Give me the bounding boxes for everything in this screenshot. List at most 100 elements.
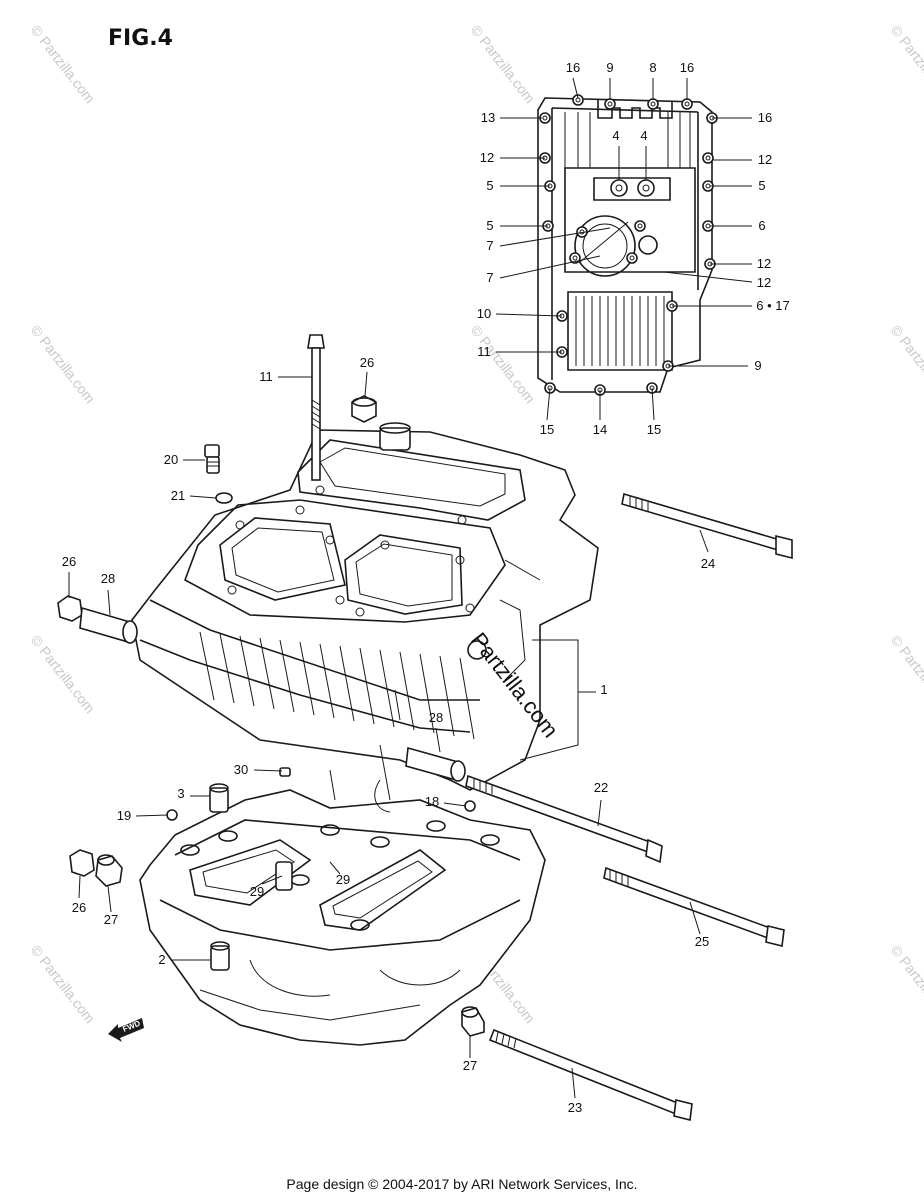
callout-9: 9 [606, 60, 613, 75]
callout-8: 8 [649, 60, 656, 75]
stud-hole [295, 505, 305, 515]
cooling-fin [259, 637, 275, 710]
bracket-part-1 [519, 639, 596, 761]
callout-12: 12 [480, 150, 494, 165]
callout-16: 16 [680, 60, 694, 75]
leader-line [435, 727, 441, 753]
leader-line [107, 589, 111, 616]
leader-line [663, 271, 753, 283]
callout-11: 11 [477, 344, 491, 359]
oil-pan-illustration [537, 94, 718, 396]
partzilla-watermark: © Partzilla.com [888, 322, 924, 406]
cooling-fin [459, 657, 475, 740]
callout-7: 7 [486, 270, 493, 285]
callout-10: 10 [477, 306, 491, 321]
bolt-hole [647, 98, 659, 110]
callout-16: 16 [758, 110, 772, 125]
bearing-boss [218, 830, 238, 842]
stud-hole [335, 595, 345, 605]
partzilla-watermark: © Partzilla.com [888, 632, 924, 716]
upper-crankcase-illustration [131, 422, 599, 791]
leader-line [571, 1067, 576, 1099]
leader-line [499, 227, 611, 247]
leader-line [135, 814, 169, 817]
stud-hole [455, 555, 465, 565]
bolt-hole [626, 252, 638, 264]
stud-hole [235, 520, 245, 530]
bearing-boss [350, 919, 370, 931]
cooling-fin [439, 655, 455, 737]
callout-5: 5 [758, 178, 765, 193]
leader-line [443, 802, 467, 807]
partzilla-watermark: © Partzilla.com [28, 322, 99, 406]
callout-19: 19 [117, 808, 131, 823]
callout-30: 30 [234, 762, 248, 777]
callout-5: 5 [486, 218, 493, 233]
callout-4: 4 [612, 128, 619, 143]
callout-23: 23 [568, 1100, 582, 1115]
bolts-and-fittings [57, 334, 793, 1121]
leader-line [329, 861, 341, 875]
callout-26: 26 [72, 900, 86, 915]
callout-1: 1 [600, 682, 607, 697]
partzilla-watermark: © Partzilla.com [28, 22, 99, 106]
leader-line [261, 875, 283, 885]
bolt-hole [604, 98, 616, 110]
stud-hole [457, 515, 467, 525]
callout-4: 4 [640, 128, 647, 143]
stud-hole [355, 607, 365, 617]
leader-line [78, 875, 81, 899]
callout-14: 14 [593, 422, 607, 437]
stud-hole [380, 540, 390, 550]
callout-29: 29 [250, 884, 264, 899]
callout-29: 29 [336, 872, 350, 887]
leader-line [499, 255, 601, 279]
callout-11: 11 [259, 369, 273, 384]
callout-6-17: 6 • 17 [756, 298, 789, 313]
callout-25: 25 [695, 934, 709, 949]
bearing-boss [320, 824, 340, 836]
leader-line [572, 77, 579, 99]
lower-crankcase-illustration [139, 689, 546, 1046]
stud-hole [325, 535, 335, 545]
bolt-hole [634, 220, 646, 232]
callout-7: 7 [486, 238, 493, 253]
cooling-fin [219, 633, 235, 704]
bolt-hole-center [542, 115, 548, 121]
leader-line [107, 885, 112, 913]
cooling-fin [279, 639, 295, 713]
callout-26: 26 [360, 355, 374, 370]
leader-line [651, 387, 655, 421]
callout-2: 2 [158, 952, 165, 967]
bearing-boss [370, 836, 390, 848]
bearing-boss [426, 820, 446, 832]
leader-line [495, 313, 563, 317]
cooling-fin [399, 651, 415, 731]
callout-6: 6 [758, 218, 765, 233]
callout-9: 9 [754, 358, 761, 373]
callout-28: 28 [101, 571, 115, 586]
callout-18: 18 [425, 794, 439, 809]
leader-line [189, 495, 217, 499]
leader-line [699, 529, 709, 553]
bolt-hole [702, 152, 714, 164]
copyright-footer: Page design © 2004-2017 by ARI Network S… [286, 1176, 638, 1192]
stud-hole [315, 485, 325, 495]
partzilla-watermark: © Partzilla.com [28, 632, 99, 716]
callout-27: 27 [104, 912, 118, 927]
callout-5: 5 [486, 178, 493, 193]
callout-28: 28 [429, 710, 443, 725]
bolt-hole [681, 98, 693, 110]
bolt-hole-center [650, 101, 656, 107]
cooling-fin [419, 653, 435, 734]
partzilla-watermark: © Partzilla.com [468, 322, 539, 406]
partzilla-watermark: © Partzilla.com [888, 22, 924, 106]
cooling-fin [299, 641, 315, 716]
cooling-fin [239, 635, 255, 707]
callout-13: 13 [481, 110, 495, 125]
callout-21: 21 [171, 488, 185, 503]
callout-12: 12 [757, 275, 771, 290]
callout-26: 26 [62, 554, 76, 569]
